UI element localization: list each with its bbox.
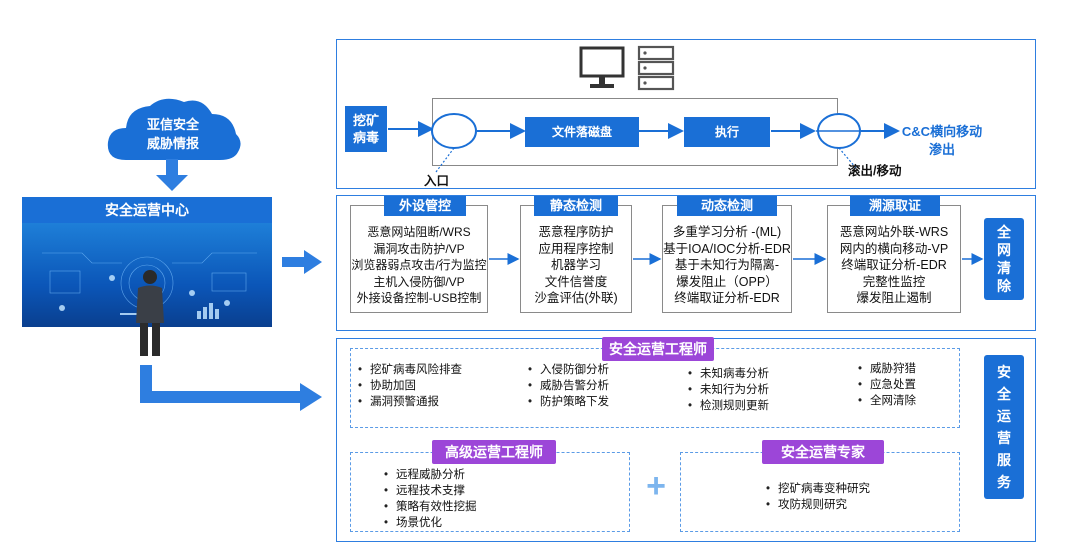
engineer-item: 未知行为分析 [688,382,769,398]
forensics-item-5: 爆发阻止遏制 [856,291,932,305]
expert-item: 攻防规则研究 [766,497,870,513]
dynamic-detection-box: 多重学习分析 -(ML) 基于IOA/IOC分析-EDR 基于未知行为隔离- 爆… [662,205,792,313]
static-detection-item-5: 沙盒评估(外联) [534,291,618,305]
forensics-item-4: 完整性监控 [862,274,926,289]
source-malware-box: 挖矿病毒 [345,106,387,152]
attack-chain-panel [336,39,1036,189]
device-control-item-1: 恶意网站阻断/WRS [367,225,471,239]
engineer-col-2: 入侵防御分析 威胁告警分析 防护策略下发 [528,362,609,410]
soc-title: 安全运营中心 [22,197,272,223]
cloud-icon [107,98,241,160]
full-clear-char-2: 网 [997,242,1011,258]
elbow-arrow-to-bottom [140,365,322,411]
device-control-item-3: 浏览器弱点攻击/行为监控 [351,258,487,272]
static-detection-item-2: 应用程序控制 [538,241,614,256]
attack-flow-lines [388,113,900,173]
engineer-item: 威胁狩猎 [858,361,916,377]
engineer-item: 漏洞预警通报 [358,394,462,410]
cloud-label: 亚信安全 威胁情报 [98,115,248,153]
engineer-item: 挖矿病毒风险排查 [358,362,462,378]
operator-figure [136,270,164,356]
service-char-5: 服 [997,452,1011,468]
dynamic-detection-item-3: 基于未知行为隔离- [674,258,780,272]
dynamic-detection-title: 动态检测 [677,196,777,216]
cloud-title-line2: 威胁情报 [146,136,199,151]
expert-item: 挖矿病毒变种研究 [766,481,870,497]
source-malware-label: 挖矿病毒 [352,113,379,145]
engineer-item: 应急处置 [858,377,916,393]
full-clear-char-1: 全 [997,224,1011,240]
service-char-2: 全 [997,386,1011,402]
plus-icon: + [646,467,666,505]
engineer-title: 安全运营工程师 [602,337,714,361]
engineer-item: 威胁告警分析 [528,378,609,394]
forensics-item-2: 网内的横向移动-VP [839,241,949,256]
engineer-item: 未知病毒分析 [688,366,769,382]
static-detection-title: 静态检测 [534,196,618,216]
senior-engineer-title: 高级运营工程师 [432,440,556,464]
result-line2: 渗出 [928,142,955,157]
senior-item: 远程威胁分析 [384,467,477,483]
static-detection-item-4: 文件信誉度 [544,274,608,289]
right-arrow-to-middle [282,250,322,274]
forensics-item-3: 终端取证分析-EDR [841,258,947,272]
engineer-item: 全网清除 [858,393,916,409]
dynamic-detection-item-2: 基于IOA/IOC分析-EDR [663,241,791,256]
dynamic-detection-item-5: 终端取证分析-EDR [674,291,780,305]
forensics-box: 恶意网站外联-WRS 网内的横向移动-VP 终端取证分析-EDR 完整性监控 爆… [827,205,961,313]
senior-item: 策略有效性挖掘 [384,499,477,515]
dynamic-detection-item-1: 多重学习分析 -(ML) [672,225,782,239]
cloud-down-arrow [156,159,188,191]
service-char-3: 运 [997,408,1011,424]
cloud-title-line1: 亚信安全 [146,117,199,132]
forensics-item-1: 恶意网站外联-WRS [839,225,949,239]
senior-item: 远程技术支撑 [384,483,477,499]
full-network-clear-label: 全 网 清 除 [984,218,1024,300]
full-clear-char-4: 除 [997,278,1011,294]
protection-panel [336,195,1036,331]
senior-item: 场景优化 [384,515,477,531]
result-line1: C&C横向移动 [901,124,983,139]
operations-service-label: 安 全 运 营 服 务 [984,355,1024,499]
server-icon [637,45,675,91]
execute-box: 执行 [684,117,770,147]
engineer-item: 协助加固 [358,378,462,394]
middle-flow-arrows [489,253,984,265]
device-control-title: 外设管控 [384,196,466,216]
full-clear-char-3: 清 [997,260,1011,276]
senior-engineer-list: 远程威胁分析 远程技术支撑 策略有效性挖掘 场景优化 [384,467,477,531]
static-detection-item-3: 机器学习 [550,258,601,272]
service-char-4: 营 [997,430,1011,446]
device-control-box: 恶意网站阻断/WRS 漏洞攻击防护/VP 浏览器弱点攻击/行为监控 主机入侵防御… [350,205,488,313]
static-detection-box: 恶意程序防护 应用程序控制 机器学习 文件信誉度 沙盒评估(外联) [520,205,632,313]
expert-title: 安全运营专家 [762,440,884,464]
result-label: C&C横向移动 渗出 [900,123,984,159]
engineer-item: 防护策略下发 [528,394,609,410]
engineer-item: 入侵防御分析 [528,362,609,378]
exit-label: 滚出/移动 [848,164,902,178]
device-control-item-4: 主机入侵防御/VP [373,274,465,289]
engineer-col-1: 挖矿病毒风险排查 协助加固 漏洞预警通报 [358,362,462,410]
device-control-item-5: 外接设备控制-USB控制 [356,291,482,305]
device-control-item-2: 漏洞攻击防护/VP [373,241,465,256]
file-drop-box: 文件落磁盘 [525,117,639,147]
expert-list: 挖矿病毒变种研究 攻防规则研究 [766,481,870,513]
engineer-item: 检测规则更新 [688,398,769,414]
forensics-title: 溯源取证 [850,196,940,216]
monitor-icon [579,46,625,88]
engineer-col-3: 未知病毒分析 未知行为分析 检测规则更新 [688,366,769,414]
static-detection-item-1: 恶意程序防护 [538,225,614,239]
entry-label: 入口 [424,174,450,188]
service-char-1: 安 [997,364,1011,380]
service-char-6: 务 [997,474,1011,490]
dynamic-detection-item-4: 爆发阻止（OPP） [676,274,778,289]
engineer-col-4: 威胁狩猎 应急处置 全网清除 [858,361,916,409]
